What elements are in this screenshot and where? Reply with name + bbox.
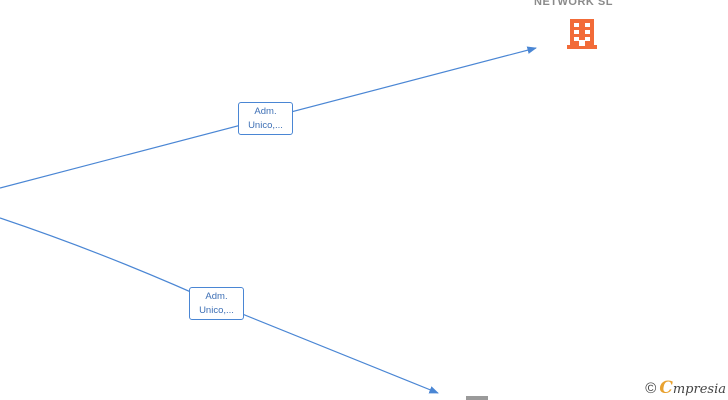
company-name-label[interactable]: NETWORK SL [534, 0, 613, 8]
role-line-2: Unico,... [248, 120, 283, 131]
empresia-watermark: © Cmpresia [645, 378, 726, 398]
brand-name: mpresia [672, 382, 726, 397]
role-line-1: Adm. [254, 106, 277, 117]
edge-role-label-bottom: Adm. Unico,... [189, 287, 244, 320]
person-icon[interactable] [466, 396, 488, 400]
role-line-2: Unico,... [199, 305, 234, 316]
brand-initial: C [659, 378, 673, 398]
edge-role-label-top: Adm. Unico,... [238, 102, 293, 135]
role-line-1: Adm. [205, 291, 228, 302]
building-icon[interactable] [567, 19, 597, 49]
copyright-symbol: © [645, 379, 657, 397]
